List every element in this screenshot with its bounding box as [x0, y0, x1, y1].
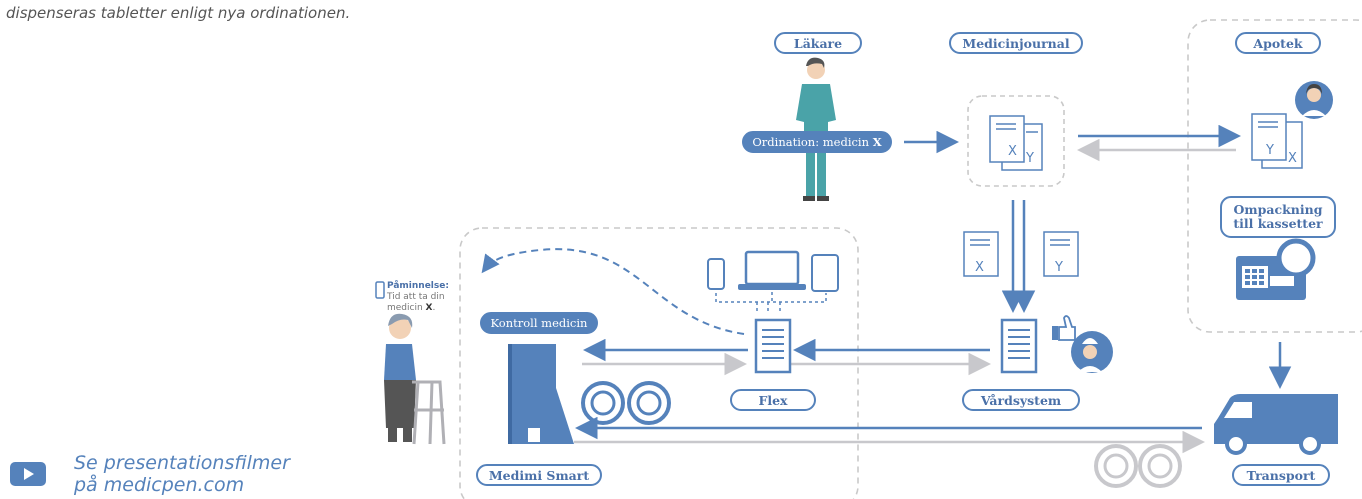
reminder-message: Påminnelse: Tid att ta din medicin X. [387, 281, 459, 314]
apotek-region [1187, 19, 1362, 333]
x-document-icon [963, 231, 999, 277]
reminder-dashed-arrow [481, 248, 745, 335]
single-doc-y-letter: Y [1054, 260, 1063, 275]
journal-doc-y-letter: Y [1025, 151, 1034, 166]
doctor-icon [796, 57, 836, 201]
vardsystem-server-icon [1000, 318, 1038, 374]
reminder-text: Tid att ta din medicin [387, 292, 445, 313]
dispenser-icon [508, 344, 574, 444]
reminder-medicine: X [425, 303, 433, 313]
ompackning-label: Ompackning till kassetter [1220, 196, 1336, 238]
journal-doc-x-letter: X [1008, 144, 1017, 159]
play-icon[interactable] [10, 462, 46, 486]
nurse-icon [1071, 331, 1113, 373]
ordination-prefix: Ordination: medicin [752, 135, 870, 149]
journal-documents-icon [989, 115, 1043, 171]
van-icon [1214, 394, 1338, 455]
flex-label: Flex [730, 389, 816, 411]
phone-device-icon [707, 258, 725, 290]
reminder-end: . [432, 303, 436, 313]
promo-text[interactable]: Se presentationsfilmer på medicpen.com [74, 452, 290, 496]
thumbs-up-icon [1052, 315, 1076, 341]
walker-icon [412, 380, 446, 445]
flex-server-icon [754, 318, 792, 374]
medicinjournal-label: Medicinjournal [949, 32, 1083, 54]
vardsystem-label: Vårdsystem [962, 389, 1080, 411]
medimi-smart-label: Medimi Smart [476, 464, 602, 486]
medimi-region [459, 227, 859, 499]
apotek-label: Apotek [1235, 32, 1321, 54]
ompackning-line2: till kassetter [1233, 216, 1323, 231]
caption-text: dispenseras tabletter enligt nya ordinat… [6, 4, 351, 22]
laptop-icon [738, 250, 806, 290]
medicinjournal-region [967, 95, 1065, 187]
phone-icon [375, 281, 385, 299]
pharmacy-doc-x-letter: X [1288, 151, 1297, 166]
lakare-label: Läkare [774, 32, 862, 54]
returned-cassettes-icon [1094, 444, 1182, 488]
pharmacist-icon [1295, 81, 1333, 119]
promo-line1: Se presentationsfilmer [74, 452, 290, 474]
reminder-title: Påminnelse: [387, 281, 449, 291]
promo-line2: på medicpen.com [74, 474, 245, 496]
tablet-device-icon [811, 254, 839, 292]
repackaging-machine-icon [1236, 238, 1316, 300]
y-document-icon [1043, 231, 1079, 277]
transport-label: Transport [1232, 464, 1330, 486]
elderly-woman-icon [384, 313, 416, 442]
single-doc-x-letter: X [975, 260, 984, 275]
ordination-medicine: X [872, 135, 882, 149]
kontroll-label: Kontroll medicin [480, 312, 598, 334]
pharmacy-documents-icon [1251, 113, 1303, 169]
pharmacy-doc-y-letter: Y [1265, 143, 1274, 158]
devices-dashed-link [715, 292, 827, 312]
ordination-label: Ordination: medicin X [742, 131, 892, 153]
cassettes-icon [581, 381, 671, 425]
ompackning-line1: Ompackning [1233, 202, 1323, 217]
